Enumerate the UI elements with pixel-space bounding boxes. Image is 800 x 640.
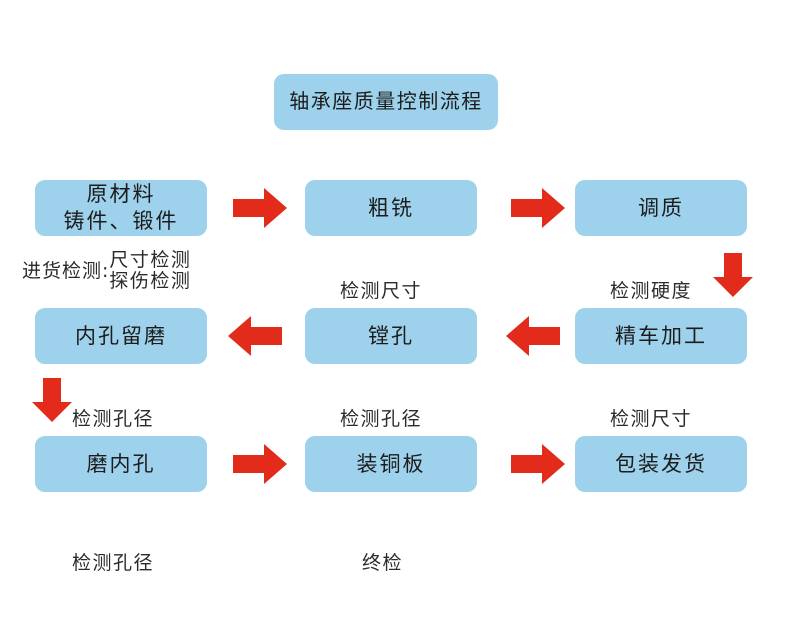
arrow-boring-to-reserve-grinding — [228, 316, 282, 356]
caption-check-bore-row2-left-text: 检测孔径 — [72, 408, 155, 431]
arrow-down-icon — [713, 253, 753, 297]
arrow-grind-to-copper-plate — [233, 444, 287, 484]
node-install-copper-plate[interactable]: 装铜板 — [305, 436, 477, 492]
node-title-label: 轴承座质量控制流程 — [289, 89, 483, 114]
node-raw-material-label: 原材料 铸件、锻件 — [63, 182, 179, 233]
caption-check-dimension-row2-right: 检测尺寸 — [610, 386, 692, 431]
arrow-rough-milling-to-quenching — [511, 188, 565, 228]
arrow-left-icon — [228, 316, 282, 356]
node-packing-shipping[interactable]: 包装发货 — [575, 436, 747, 492]
node-quenching-tempering-label: 调质 — [638, 195, 684, 220]
node-packing-shipping-label: 包装发货 — [615, 451, 707, 476]
arrow-quenching-to-finish-turning — [713, 253, 753, 297]
arrow-right-icon — [511, 444, 565, 484]
caption-check-bore-row2-mid: 检测孔径 — [340, 386, 422, 431]
node-rough-milling-label: 粗铣 — [368, 195, 414, 220]
node-boring[interactable]: 镗孔 — [305, 308, 477, 364]
node-inner-hole-reserve-grinding-label: 内孔留磨 — [75, 323, 167, 348]
arrow-reserve-grinding-to-grind-inner-hole — [32, 378, 72, 422]
caption-check-dimension-row1-text: 检测尺寸 — [340, 280, 423, 303]
node-finish-turning[interactable]: 精车加工 — [575, 308, 747, 364]
caption-check-hardness-text: 检测硬度 — [610, 280, 693, 303]
node-boring-label: 镗孔 — [368, 323, 414, 348]
caption-incoming-inspection: 进货检测: 尺寸检测 探伤检测 — [22, 249, 192, 293]
caption-check-dimension-row1: 检测尺寸 — [340, 258, 422, 303]
node-quenching-tempering[interactable]: 调质 — [575, 180, 747, 236]
caption-check-dimension-row2-right-text: 检测尺寸 — [610, 408, 693, 431]
arrow-down-icon — [32, 378, 72, 422]
caption-final-inspection: 终检 — [362, 530, 403, 575]
arrow-raw-to-rough-milling — [233, 188, 287, 228]
node-finish-turning-label: 精车加工 — [615, 323, 707, 348]
node-raw-material[interactable]: 原材料 铸件、锻件 — [35, 180, 207, 236]
arrow-left-icon — [506, 316, 560, 356]
caption-check-bore-row3-text: 检测孔径 — [72, 552, 155, 575]
node-inner-hole-reserve-grinding[interactable]: 内孔留磨 — [35, 308, 207, 364]
caption-check-hardness: 检测硬度 — [610, 258, 692, 303]
node-rough-milling[interactable]: 粗铣 — [305, 180, 477, 236]
caption-check-bore-row2-mid-text: 检测孔径 — [340, 408, 423, 431]
caption-check-bore-row2-left: 检测孔径 — [72, 386, 154, 431]
caption-check-bore-row3: 检测孔径 — [72, 530, 154, 575]
node-grind-inner-hole-label: 磨内孔 — [86, 451, 156, 476]
arrow-copper-plate-to-packing — [511, 444, 565, 484]
node-title[interactable]: 轴承座质量控制流程 — [274, 74, 498, 130]
arrow-right-icon — [233, 444, 287, 484]
arrow-right-icon — [511, 188, 565, 228]
caption-incoming-inspection-items: 尺寸检测 探伤检测 — [109, 249, 192, 293]
caption-final-inspection-text: 终检 — [362, 552, 404, 575]
node-grind-inner-hole[interactable]: 磨内孔 — [35, 436, 207, 492]
node-install-copper-plate-label: 装铜板 — [356, 451, 426, 476]
caption-incoming-inspection-lead: 进货检测: — [22, 260, 110, 283]
arrow-right-icon — [233, 188, 287, 228]
arrow-finish-turning-to-boring — [506, 316, 560, 356]
